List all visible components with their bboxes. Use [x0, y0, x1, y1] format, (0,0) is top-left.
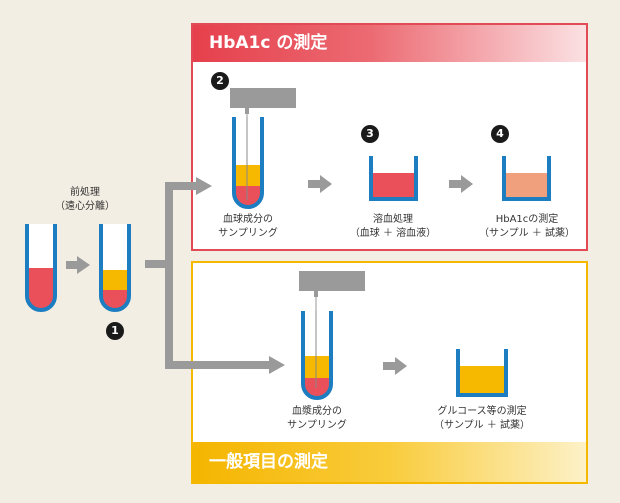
- general-panel-title: 一般項目の測定: [193, 442, 586, 482]
- label-hba1c-measure-line1: HbA1cの測定: [495, 214, 559, 225]
- step-number-2: 2: [211, 72, 229, 90]
- label-hemolysis: 溶血処理 （血球 ＋ 溶血液）: [343, 213, 443, 241]
- label-blood-cell-sampling-line2: サンプリング: [218, 228, 278, 239]
- label-hemolysis-line1: 溶血処理: [373, 214, 413, 225]
- branch-connector: [145, 177, 285, 374]
- step-number-3: 3: [361, 125, 379, 143]
- label-plasma-sampling-line1: 血漿成分の: [292, 406, 342, 417]
- arrow-pretreatment: [66, 256, 90, 274]
- tube-before-centrifuge: [25, 224, 57, 312]
- step-number-1: 1: [106, 322, 124, 340]
- tube-after-centrifuge: [99, 224, 131, 312]
- container-hba1c-measure: [502, 156, 551, 201]
- arrow-hba1c-1: [308, 175, 332, 193]
- arrow-general: [383, 357, 407, 375]
- label-glucose-measure-line2: （サンプル ＋ 試薬）: [433, 420, 531, 431]
- label-blood-cell-sampling: 血球成分の サンプリング: [203, 213, 293, 241]
- arrow-hba1c-2: [449, 175, 473, 193]
- label-plasma-sampling: 血漿成分の サンプリング: [272, 405, 362, 433]
- container-glucose-measure: [456, 349, 508, 397]
- label-glucose-measure: グルコース等の測定 （サンプル ＋ 試薬）: [427, 405, 537, 433]
- label-plasma-sampling-line2: サンプリング: [287, 420, 347, 431]
- hba1c-panel-title: HbA1c の測定: [193, 25, 586, 62]
- label-hemolysis-line2: （血球 ＋ 溶血液）: [349, 228, 437, 239]
- label-blood-cell-sampling-line1: 血球成分の: [223, 214, 273, 225]
- pretreatment-label-line2: （遠心分離）: [55, 201, 115, 212]
- pretreatment-label-line1: 前処理: [70, 187, 100, 198]
- general-panel: 一般項目の測定: [191, 261, 588, 484]
- step-number-4: 4: [491, 125, 509, 143]
- label-glucose-measure-line1: グルコース等の測定: [437, 406, 527, 417]
- tube-plasma-sampling: [301, 311, 333, 400]
- tube-blood-cell-sampling: [232, 117, 264, 209]
- label-hba1c-measure: HbA1cの測定 （サンプル ＋ 試薬）: [472, 213, 582, 241]
- label-hba1c-measure-line2: （サンプル ＋ 試薬）: [478, 228, 576, 239]
- pretreatment-label: 前処理 （遠心分離）: [40, 186, 130, 214]
- container-hemolysis: [369, 156, 418, 201]
